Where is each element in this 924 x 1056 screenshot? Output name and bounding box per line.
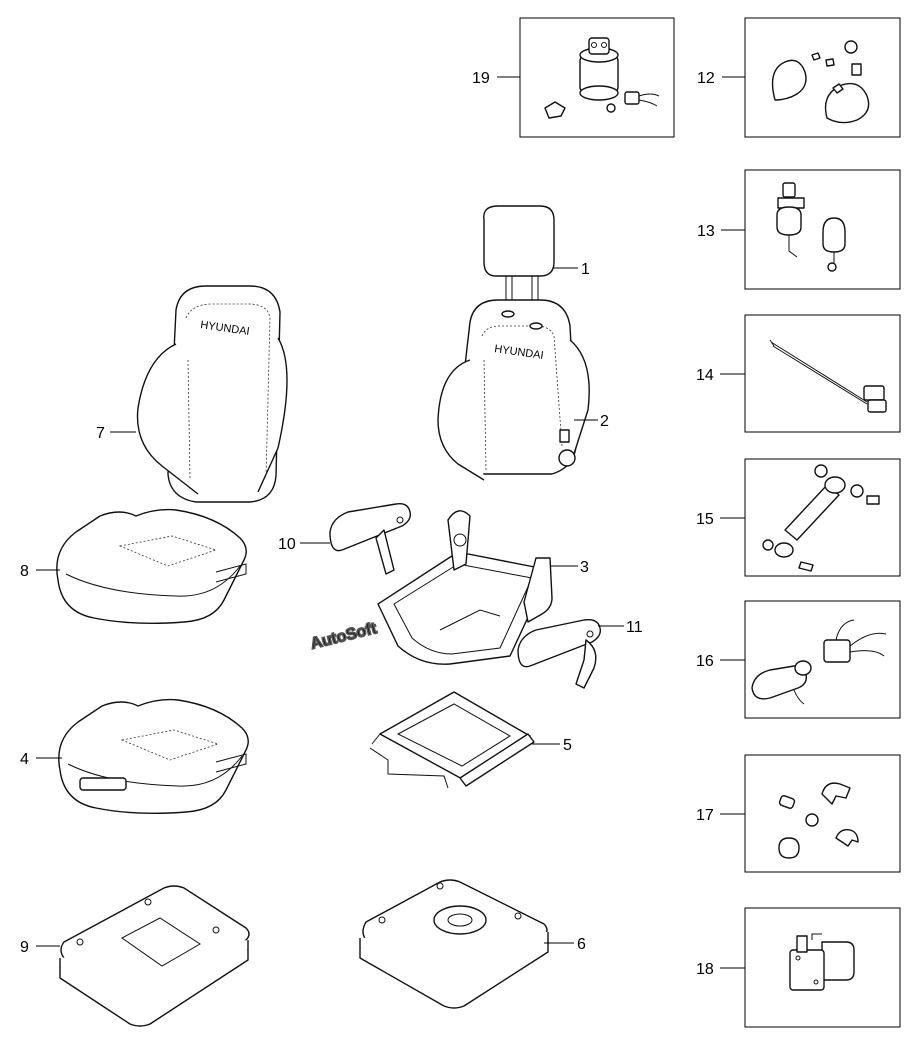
kit-box-17: [744, 754, 901, 873]
callout-4: 4: [20, 751, 29, 768]
seat-cushion-illustration: [58, 698, 249, 815]
kit-box-14: [744, 314, 901, 433]
kit-box-13: [744, 169, 901, 290]
armrest-left-illustration: [329, 502, 412, 575]
suspension-base-upper-illustration: [359, 879, 549, 1009]
cable-kit-illustration: [769, 339, 887, 413]
watermark: AutoSoft: [309, 620, 379, 653]
callout-19: 19: [472, 70, 490, 87]
callout-6: 6: [577, 936, 586, 953]
callout-18: 18: [696, 961, 714, 978]
lever-switch-kit-illustration: [751, 619, 887, 705]
backrest-cover-illustration: HYUNDAI: [136, 285, 288, 503]
kit-box-18: [744, 907, 901, 1028]
callout-3: 3: [580, 559, 589, 576]
callout-7: 7: [96, 425, 105, 442]
compressor-illustration: [789, 933, 855, 991]
headrest-illustration: [483, 205, 555, 310]
callout-12: 12: [697, 70, 715, 87]
callout-1: 1: [581, 261, 590, 278]
armrest-right-illustration: [517, 618, 602, 689]
callout-13: 13: [697, 223, 715, 240]
callout-17: 17: [696, 807, 714, 824]
seat-cushion-cover-illustration: [56, 508, 247, 625]
kit-box-12: [744, 17, 901, 138]
suspension-base-lower-illustration: [59, 885, 250, 1027]
kit-box-16: [744, 600, 901, 719]
backrest-assembly-illustration: HYUNDAI: [437, 299, 590, 481]
seat-frame-illustration: [377, 510, 553, 665]
callout-14: 14: [696, 367, 714, 384]
callout-2: 2: [600, 413, 609, 430]
slide-rail-frame-illustration: [369, 691, 535, 789]
callout-15: 15: [696, 511, 714, 528]
callout-10: 10: [278, 536, 296, 553]
callout-9: 9: [20, 939, 29, 956]
kit-box-15: [744, 458, 901, 577]
callout-11: 11: [626, 619, 643, 636]
callout-5: 5: [563, 737, 572, 754]
callout-8: 8: [20, 563, 29, 580]
knob-kit-illustration: [771, 40, 870, 124]
shock-absorber-kit-illustration: [762, 464, 880, 572]
air-valve-kit-illustration: [544, 37, 660, 119]
kit-box-19: [519, 17, 675, 138]
seat-belt-kit-illustration: [776, 182, 846, 272]
leader-lines: [36, 76, 745, 969]
small-parts-kit-illustration: [778, 782, 859, 859]
callout-numbers: 19 12 13 14 15 16 17 18 1 2 3 11 5 6 7 8…: [20, 70, 715, 978]
callout-16: 16: [696, 653, 714, 670]
